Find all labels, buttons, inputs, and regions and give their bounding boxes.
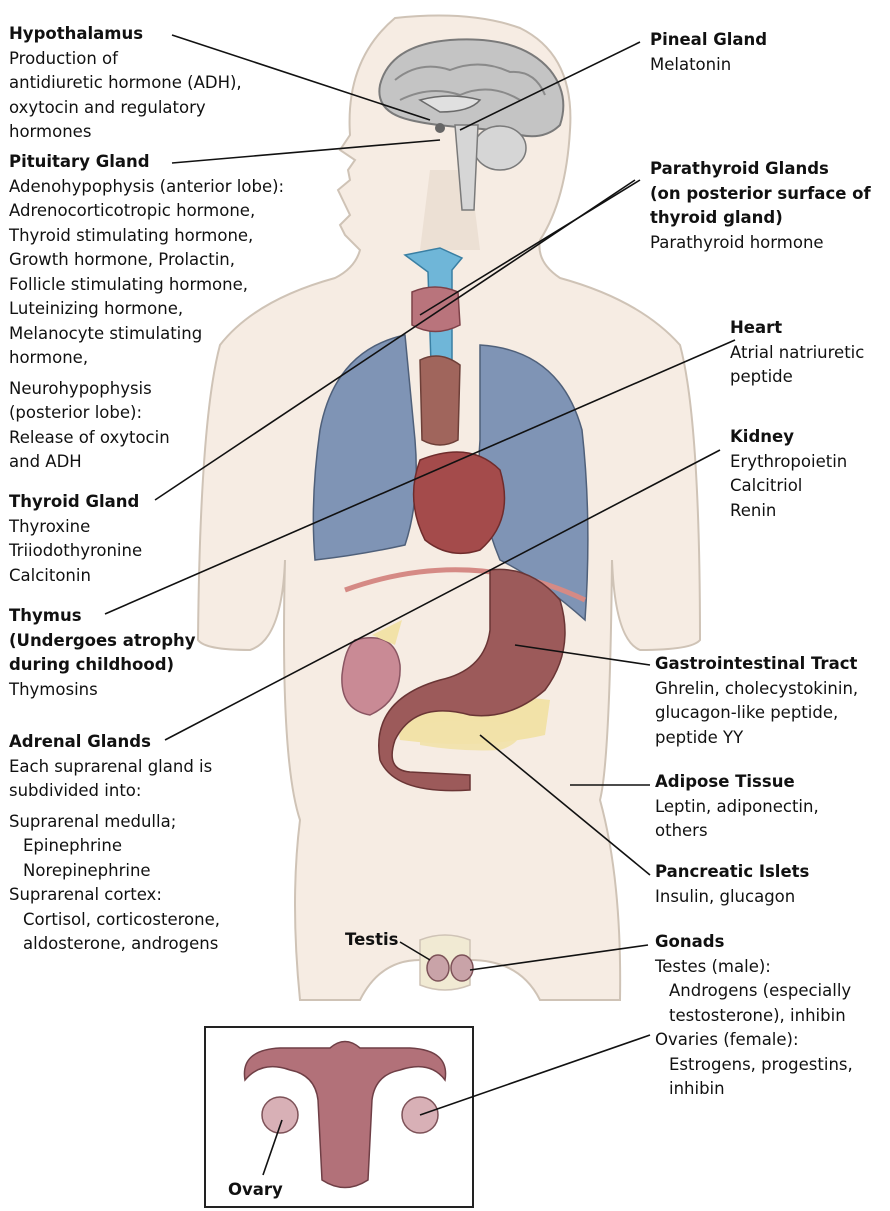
kidney-line: Erythropoietin — [730, 450, 847, 475]
cerebellum — [474, 126, 526, 170]
pancreas-over — [420, 720, 521, 750]
label-pituitary: Pituitary Gland Adenohypophysis (anterio… — [9, 150, 284, 475]
pituitary-line: Growth hormone, Prolactin, — [9, 248, 284, 273]
thymus — [420, 356, 460, 445]
thymus-title: Thymus — [9, 604, 196, 629]
thymus-line: Thymosins — [9, 678, 196, 703]
hypothalamus-line: antidiuretic hormone (ADH), — [9, 71, 242, 96]
parathyroid-line: Parathyroid hormone — [650, 231, 871, 256]
gonads-testes-item: testosterone), inhibin — [655, 1004, 853, 1029]
pituitary-title: Pituitary Gland — [9, 150, 284, 175]
gonads-title: Gonads — [655, 930, 853, 955]
label-pancreas: Pancreatic Islets Insulin, glucagon — [655, 860, 809, 909]
gonads-ovaries-item: Estrogens, progestins, — [655, 1053, 853, 1078]
kidney-line: Renin — [730, 499, 847, 524]
adrenal-medulla-item: Epinephrine — [9, 834, 220, 859]
pituitary-line: Release of oxytocin — [9, 426, 284, 451]
testis-right — [451, 955, 473, 981]
label-hypothalamus: Hypothalamus Production of antidiuretic … — [9, 22, 242, 145]
gi-line: Ghrelin, cholecystokinin, — [655, 677, 858, 702]
adrenal-medulla: Suprarenal medulla; — [9, 810, 220, 835]
thyroid-title: Thyroid Gland — [9, 490, 142, 515]
hypothalamus-line: hormones — [9, 120, 242, 145]
gi-title: Gastrointestinal Tract — [655, 652, 858, 677]
gonads-ovaries: Ovaries (female): — [655, 1028, 853, 1053]
pituitary-body — [435, 123, 445, 133]
adrenal-title: Adrenal Glands — [9, 730, 220, 755]
label-kidney: Kidney Erythropoietin Calcitriol Renin — [730, 425, 847, 523]
heart-title: Heart — [730, 316, 864, 341]
pituitary-line: hormone, — [9, 346, 284, 371]
hypothalamus-title: Hypothalamus — [9, 22, 242, 47]
adrenal-line: subdivided into: — [9, 779, 220, 804]
adipose-title: Adipose Tissue — [655, 770, 819, 795]
label-pineal: Pineal Gland Melatonin — [650, 28, 767, 77]
adrenal-cortex-item: Cortisol, corticosterone, — [9, 908, 220, 933]
thymus-subtitle: (Undergoes atrophy — [9, 629, 196, 654]
ovary-label: Ovary — [228, 1180, 283, 1199]
testis-left — [427, 955, 449, 981]
pituitary-line: and ADH — [9, 450, 284, 475]
label-thyroid: Thyroid Gland Thyroxine Triiodothyronine… — [9, 490, 142, 588]
thyroid-line: Triiodothyronine — [9, 539, 142, 564]
pineal-title: Pineal Gland — [650, 28, 767, 53]
kidney-line: Calcitriol — [730, 474, 847, 499]
parathyroid-title: Parathyroid Glands — [650, 157, 871, 182]
gonads-line: Testes (male): — [655, 955, 853, 980]
label-adrenal: Adrenal Glands Each suprarenal gland is … — [9, 730, 220, 957]
pituitary-line: Neurohypophysis — [9, 377, 284, 402]
hypothalamus-line: Production of — [9, 47, 242, 72]
label-adipose: Adipose Tissue Leptin, adiponectin, othe… — [655, 770, 819, 844]
kidney-title: Kidney — [730, 425, 847, 450]
adrenal-cortex: Suprarenal cortex: — [9, 883, 220, 908]
pituitary-line: Adrenocorticotropic hormone, — [9, 199, 284, 224]
adipose-line: Leptin, adiponectin, — [655, 795, 819, 820]
label-gi: Gastrointestinal Tract Ghrelin, cholecys… — [655, 652, 858, 750]
heart-line: peptide — [730, 365, 864, 390]
pituitary-line: (posterior lobe): — [9, 401, 284, 426]
heart-line: Atrial natriuretic — [730, 341, 864, 366]
adrenal-cortex-item: aldosterone, androgens — [9, 932, 220, 957]
thymus-subtitle: during childhood) — [9, 653, 196, 678]
thyroid-line: Thyroxine — [9, 515, 142, 540]
adipose-line: others — [655, 819, 819, 844]
pituitary-line: Adenohypophysis (anterior lobe): — [9, 175, 284, 200]
heart-organ — [414, 452, 505, 553]
gi-line: glucagon-like peptide, — [655, 701, 858, 726]
label-heart: Heart Atrial natriuretic peptide — [730, 316, 864, 390]
label-thymus: Thymus (Undergoes atrophy during childho… — [9, 604, 196, 702]
hypothalamus-line: oxytocin and regulatory — [9, 96, 242, 121]
parathyroid-subtitle: thyroid gland) — [650, 206, 871, 231]
pancreas-title: Pancreatic Islets — [655, 860, 809, 885]
pancreas-line: Insulin, glucagon — [655, 885, 809, 910]
thyroid-line: Calcitonin — [9, 564, 142, 589]
gonads-testes-item: Androgens (especially — [655, 979, 853, 1004]
pituitary-line: Thyroid stimulating hormone, — [9, 224, 284, 249]
label-gonads: Gonads Testes (male): Androgens (especia… — [655, 930, 853, 1102]
pituitary-line: Luteinizing hormone, — [9, 297, 284, 322]
gonads-ovaries-item: inhibin — [655, 1077, 853, 1102]
label-parathyroid: Parathyroid Glands (on posterior surface… — [650, 157, 871, 255]
adrenal-line: Each suprarenal gland is — [9, 755, 220, 780]
pineal-line: Melatonin — [650, 53, 767, 78]
testis-label: Testis — [345, 930, 398, 949]
parathyroid-subtitle: (on posterior surface of — [650, 182, 871, 207]
adrenal-medulla-item: Norepinephrine — [9, 859, 220, 884]
pituitary-line: Follicle stimulating hormone, — [9, 273, 284, 298]
pituitary-line: Melanocyte stimulating — [9, 322, 284, 347]
gi-line: peptide YY — [655, 726, 858, 751]
